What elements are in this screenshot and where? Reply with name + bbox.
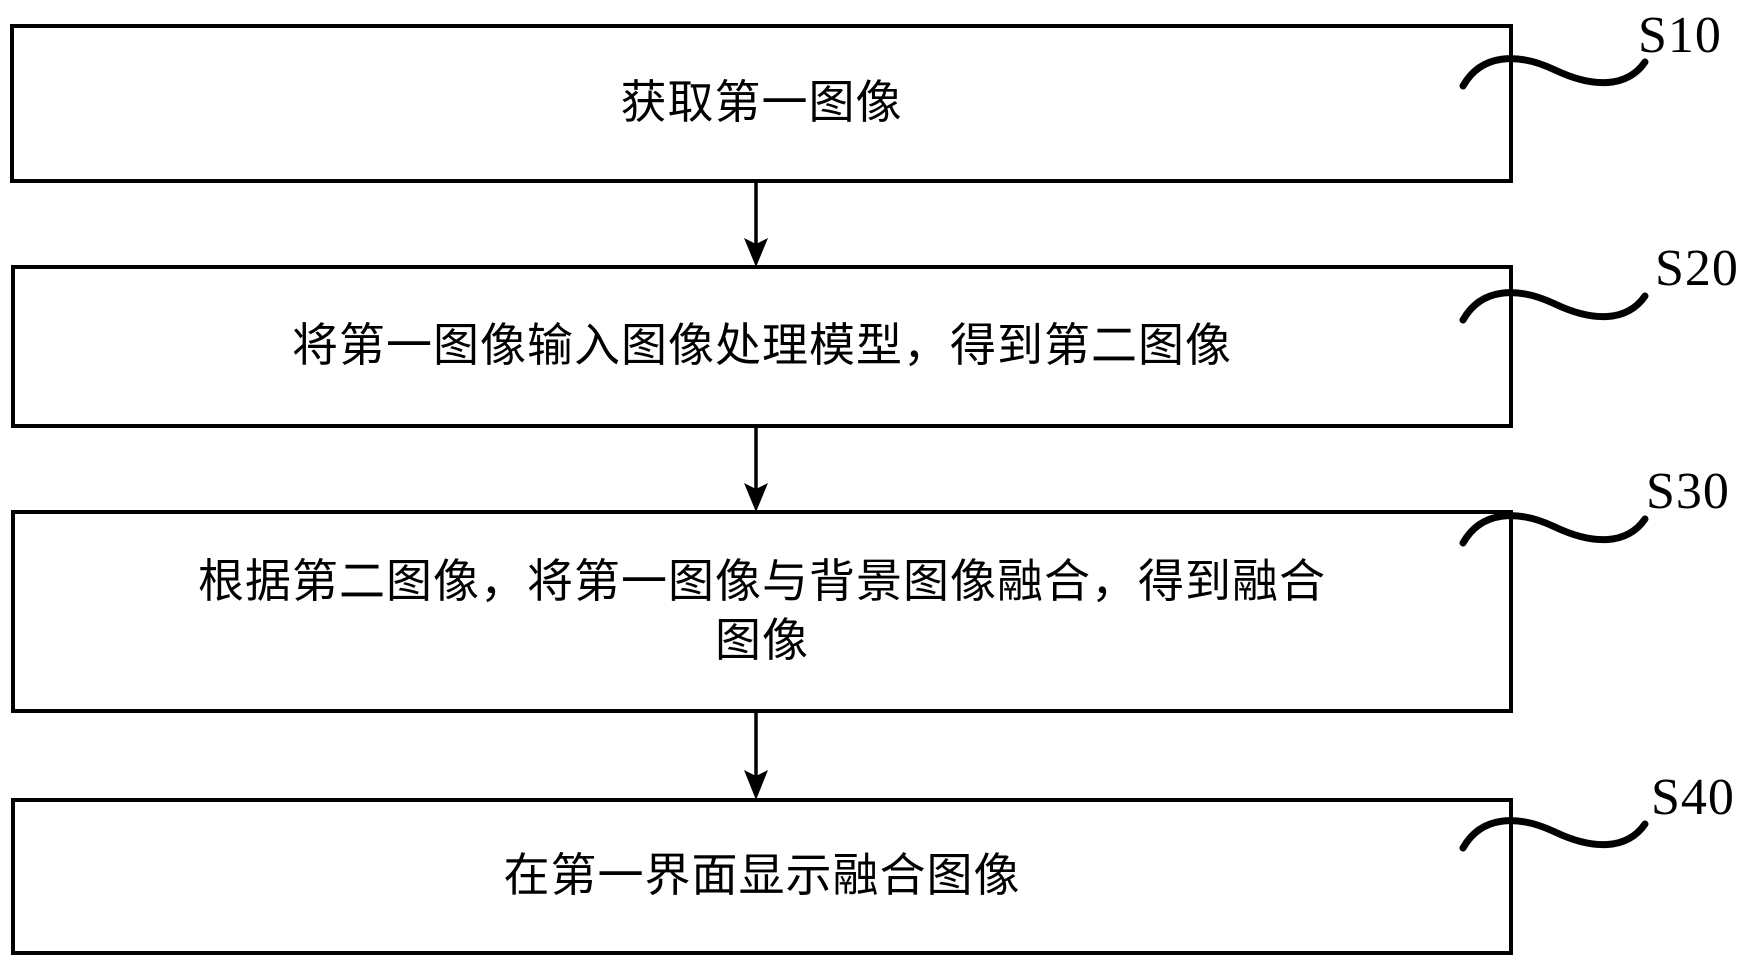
step-label-s20: S20	[1655, 240, 1739, 297]
arrow-down-icon-s20-to-s30	[744, 426, 768, 512]
step-label-s30: S30	[1646, 463, 1730, 520]
arrow-down-icon-s30-to-s40	[744, 711, 768, 800]
step-label-s40: S40	[1651, 769, 1735, 826]
flowchart-step-s40[interactable]: 在第一界面显示融合图像	[11, 798, 1513, 955]
flowchart-step-s30[interactable]: 根据第二图像，将第一图像与背景图像融合，得到融合 图像	[11, 510, 1513, 713]
flowchart-step-s40-text: 在第一界面显示融合图像	[503, 850, 1021, 902]
flowchart-step-s20-text: 将第一图像输入图像处理模型，得到第二图像	[292, 320, 1232, 372]
arrow-down-icon-s10-to-s20	[744, 181, 768, 267]
flowchart-step-s10[interactable]: 获取第一图像	[10, 24, 1513, 183]
flowchart-step-s20[interactable]: 将第一图像输入图像处理模型，得到第二图像	[11, 265, 1513, 428]
step-label-s10: S10	[1638, 7, 1722, 64]
flowchart-step-s30-text: 根据第二图像，将第一图像与背景图像融合，得到融合 图像	[198, 555, 1326, 666]
flowchart-step-s10-text: 获取第一图像	[620, 77, 903, 129]
